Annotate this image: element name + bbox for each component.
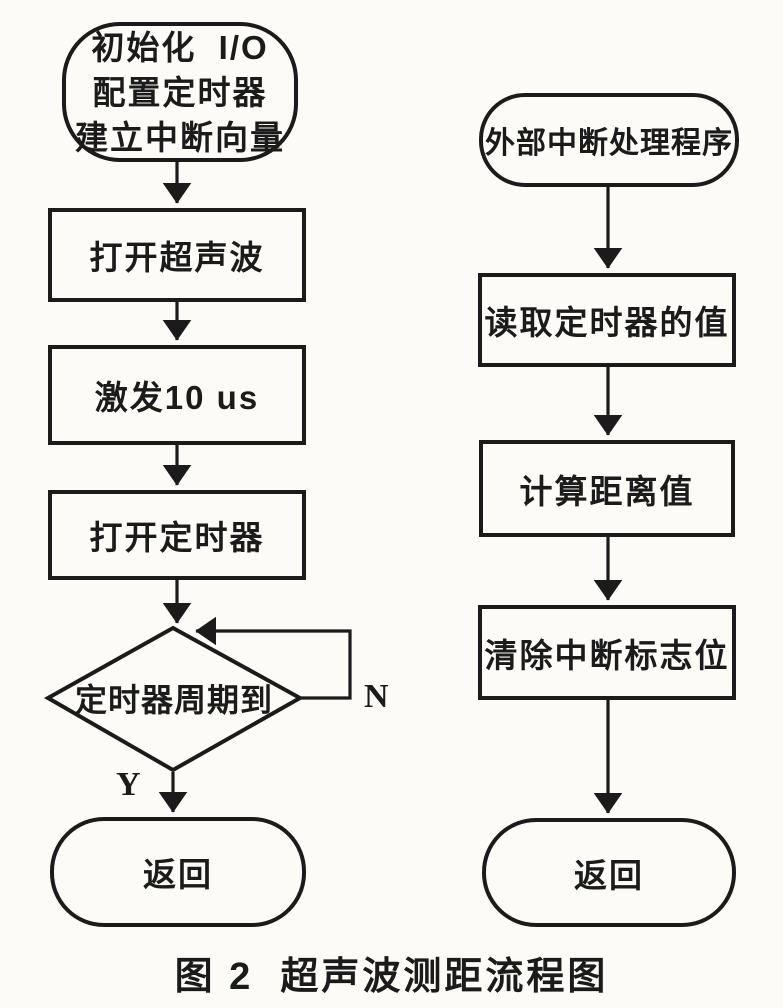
branch-label-no: N — [364, 678, 389, 715]
init-line-3: 建立中断向量 — [75, 118, 285, 156]
figure-caption: 图 2 超声波测距流程图 — [174, 956, 609, 998]
node-calculate-distance: 计算距离值 — [479, 440, 735, 537]
init-line-2: 配置定时器 — [92, 73, 268, 111]
init-line-1: 初始化 I/O — [91, 28, 269, 66]
node-trigger-10us: 激发10 us — [48, 345, 306, 445]
node-clear-interrupt-flag: 清除中断标志位 — [478, 605, 736, 700]
node-open-ultrasonic: 打开超声波 — [48, 208, 306, 302]
node-open-timer: 打开定时器 — [48, 490, 306, 580]
decision-diamond-shape — [43, 625, 305, 773]
branch-label-yes: Y — [116, 766, 141, 803]
node-return-right: 返回 — [482, 818, 736, 927]
node-external-interrupt-handler: 外部中断处理程序 — [479, 93, 739, 187]
node-init-terminator: 初始化 I/O 配置定时器 建立中断向量 — [62, 22, 298, 162]
loop-no-connector — [195, 616, 352, 700]
node-return-left: 返回 — [50, 817, 306, 927]
node-decision-timer-period: 定时器周期到 — [74, 682, 273, 718]
node-read-timer-value: 读取定时器的值 — [478, 273, 736, 367]
